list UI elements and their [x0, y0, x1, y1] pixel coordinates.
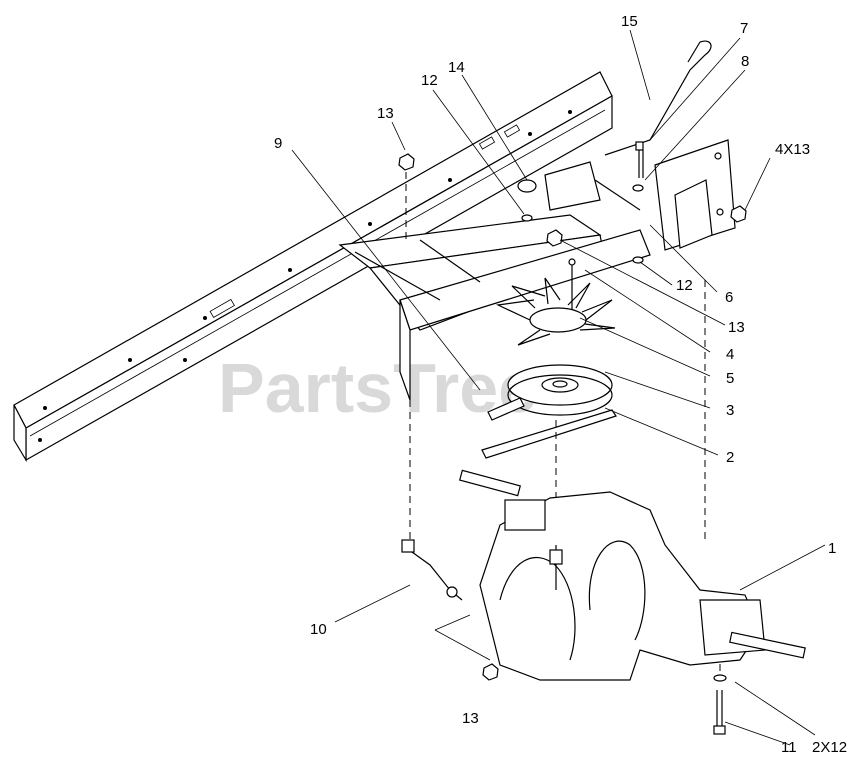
washer-12: [521, 214, 533, 222]
nut-4x13: [730, 205, 747, 223]
callout-11: 11: [781, 739, 797, 756]
callout-8: 8: [741, 53, 749, 70]
callout-3: 3: [726, 402, 734, 419]
watermark-text: PartsTree: [218, 349, 537, 427]
callout-labels: 15 7 8 14 12 13 9 4X13 12 6 13 4 5 3 2 1…: [274, 13, 847, 756]
callout-2x12: 2X12: [812, 739, 847, 756]
callout-14: 14: [448, 59, 465, 76]
transaxle: [458, 469, 806, 681]
callout-6: 6: [725, 289, 733, 306]
callout-5: 5: [726, 370, 734, 387]
drive-belt-key: [481, 397, 617, 459]
callout-13-top: 13: [377, 105, 394, 122]
pulley: [507, 364, 613, 416]
nut-13-bottom: [482, 663, 499, 681]
callout-15: 15: [621, 13, 638, 30]
bolt-11: [713, 690, 726, 735]
callout-1: 1: [828, 540, 836, 557]
callout-10: 10: [310, 621, 327, 638]
callout-12-right: 12: [676, 277, 693, 294]
mounting-bracket: [544, 139, 736, 251]
spacer-14: [517, 179, 537, 193]
cooling-fan: [495, 258, 616, 346]
callout-2: 2: [726, 449, 734, 466]
frame-rail: [13, 71, 613, 463]
lever-rod: [604, 40, 712, 156]
nut-13-upper: [546, 229, 563, 247]
nut-13-top: [398, 153, 415, 240]
callout-12-top: 12: [421, 72, 438, 89]
washer-12-right: [632, 256, 644, 264]
washer-8: [632, 184, 644, 192]
washer-2x12: [713, 674, 727, 682]
control-linkage: [401, 539, 463, 601]
callout-7: 7: [740, 20, 748, 37]
bolt-7: [635, 141, 644, 178]
callout-13-right: 13: [728, 319, 745, 336]
callout-4: 4: [726, 346, 734, 363]
leader-lines: [291, 29, 826, 746]
callout-4x13: 4X13: [775, 141, 810, 158]
callout-9: 9: [274, 135, 282, 152]
callout-13-bottom: 13: [462, 710, 479, 727]
